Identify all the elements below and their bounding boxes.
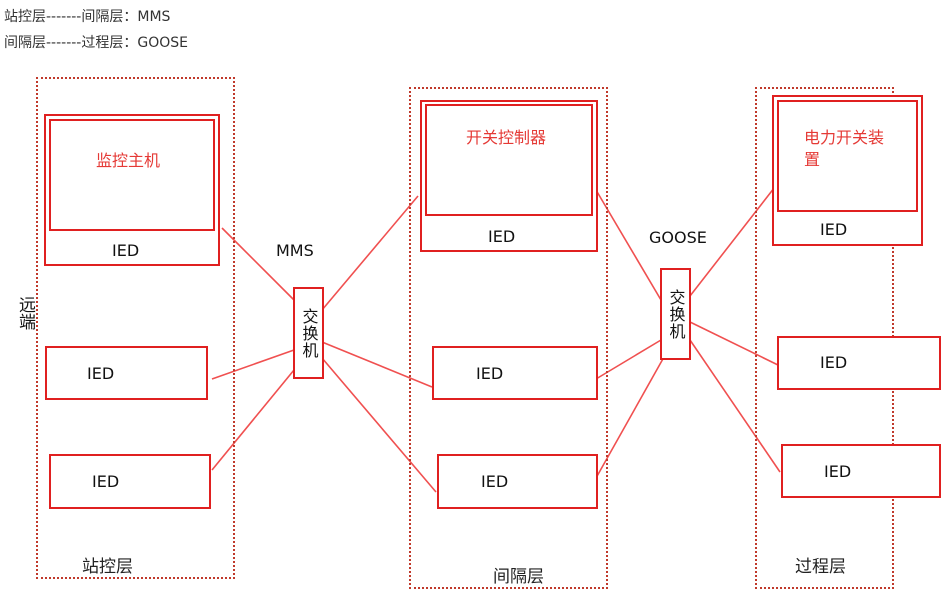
link-goose-switchgear [689,182,779,297]
goose-protocol-label: GOOSE [649,228,707,247]
power-switchgear-box [777,100,918,212]
process-ied-3 [781,444,941,498]
zone-process-label: 过程层 [795,557,846,577]
process-ied-3-label: IED [824,462,852,481]
process-ied-2-label: IED [820,353,848,372]
bay-ied-controller-label: IED [488,227,516,246]
link-mms-bay-ied2 [321,341,433,388]
link-goose-process-ied3 [689,339,781,473]
station-ied-monitor-label: IED [112,241,140,260]
zone-station-label: 站控层 [82,557,133,577]
bay-ied-2-label: IED [476,364,504,383]
link-mms-controller [321,195,419,311]
station-ied-2 [45,346,208,400]
note-mms: 站控层-------间隔层：MMS [4,9,171,25]
switch-controller-label: 开关控制器 [466,128,547,147]
station-ied-2-label: IED [87,364,115,383]
bay-ied-3 [437,454,598,509]
station-ied-3 [49,454,211,509]
mms-switch-label: 交换机 [299,307,319,359]
zone-bay [409,87,608,589]
link-mms-bay-ied3 [321,357,437,493]
monitor-host-box [49,119,215,231]
process-ied-switchgear-label: IED [820,220,848,239]
link-station-ied3-mms [211,369,295,471]
link-station-ied2-mms [211,349,295,380]
station-ied-3-label: IED [92,472,120,491]
goose-switch-label: 交换机 [666,288,686,340]
process-ied-2 [777,336,941,390]
bay-ied-2 [432,346,598,400]
note-goose: 间隔层-------过程层：GOOSE [4,35,188,51]
switch-controller-box [425,104,593,216]
goose-switch: 交换机 [660,268,691,360]
link-goose-process-ied2 [689,321,779,366]
monitor-host-label: 监控主机 [96,151,161,170]
power-switchgear-label: 电力开关装置 [804,128,885,169]
mms-protocol-label: MMS [276,241,314,260]
zone-station [36,77,235,579]
bay-ied-3-label: IED [481,472,509,491]
zone-bay-label: 间隔层 [493,567,544,587]
remote-label: 远端 [15,296,35,330]
mms-switch: 交换机 [293,287,324,379]
